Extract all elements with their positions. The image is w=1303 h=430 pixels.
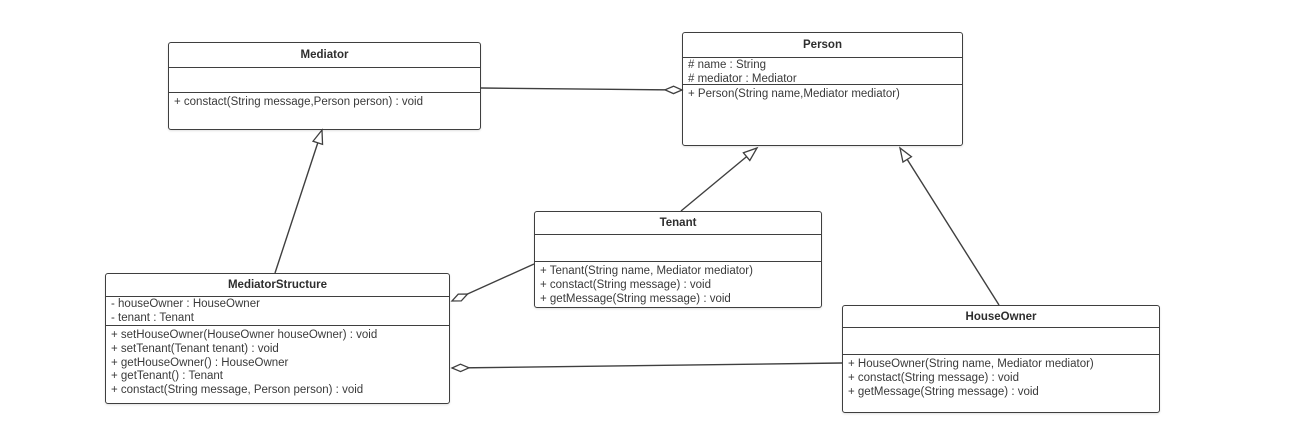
class-operations-mediator: + constact(String message,Person person)… (169, 93, 480, 129)
class-box-mediator[interactable]: Mediator + constact(String message,Perso… (168, 42, 481, 130)
operation-row: + setTenant(Tenant tenant) : void (111, 342, 279, 355)
attribute-row: # mediator : Mediator (688, 72, 797, 85)
operation-row: + Tenant(String name, Mediator mediator) (540, 265, 753, 277)
class-operations-person: + Person(String name,Mediator mediator) (683, 85, 962, 145)
operation-row: + getHouseOwner() : HouseOwner (111, 356, 289, 369)
connector-houseowner-mediatorstructure-aggregation[interactable] (452, 362, 843, 368)
connector-mediator-person-aggregation[interactable] (480, 88, 682, 90)
operation-row: + HouseOwner(String name, Mediator media… (848, 358, 1094, 370)
operation-row: + getMessage(String message) : void (848, 385, 1039, 398)
connector-tenant-mediatorstructure-aggregation[interactable] (452, 263, 535, 301)
class-operations-tenant: + Tenant(String name, Mediator mediator)… (535, 262, 821, 307)
operation-row: + getMessage(String message) : void (540, 292, 731, 305)
operation-row: + Person(String name,Mediator mediator) (688, 88, 900, 100)
class-attributes-houseowner (843, 328, 1159, 355)
class-title-houseowner: HouseOwner (843, 306, 1159, 328)
operation-row: + constact(String message,Person person)… (174, 96, 423, 108)
operation-row: + constact(String message, Person person… (111, 384, 364, 397)
connector-tenant-person-generalization[interactable] (680, 146, 759, 212)
connector-houseowner-person-generalization[interactable] (899, 146, 1000, 306)
class-attributes-mediator (169, 68, 480, 93)
class-title-tenant: Tenant (535, 212, 821, 235)
attribute-row: # name : String (688, 59, 766, 71)
class-attributes-mediatorstructure: - houseOwner : HouseOwner - tenant : Ten… (106, 297, 449, 326)
class-box-person[interactable]: Person # name : String # mediator : Medi… (682, 32, 963, 146)
operation-row: + constact(String message) : void (848, 371, 1019, 384)
class-title-person: Person (683, 33, 962, 58)
class-title-mediator: Mediator (169, 43, 480, 68)
class-attributes-person: # name : String # mediator : Mediator (683, 58, 962, 85)
connector-mediatorstructure-mediator-generalization[interactable] (274, 128, 324, 274)
attribute-row: - tenant : Tenant (111, 311, 194, 324)
class-operations-houseowner: + HouseOwner(String name, Mediator media… (843, 355, 1159, 412)
operation-row: + constact(String message) : void (540, 278, 711, 291)
attribute-row: - houseOwner : HouseOwner (111, 298, 260, 310)
class-box-tenant[interactable]: Tenant + Tenant(String name, Mediator me… (534, 211, 822, 308)
class-box-mediatorstructure[interactable]: MediatorStructure - houseOwner : HouseOw… (105, 273, 450, 404)
operation-row: + getTenant() : Tenant (111, 370, 223, 383)
class-title-mediatorstructure: MediatorStructure (106, 274, 449, 297)
operation-row: + setHouseOwner(HouseOwner houseOwner) :… (111, 329, 378, 341)
class-box-houseowner[interactable]: HouseOwner + HouseOwner(String name, Med… (842, 305, 1160, 413)
class-operations-mediatorstructure: + setHouseOwner(HouseOwner houseOwner) :… (106, 326, 449, 403)
class-attributes-tenant (535, 235, 821, 262)
